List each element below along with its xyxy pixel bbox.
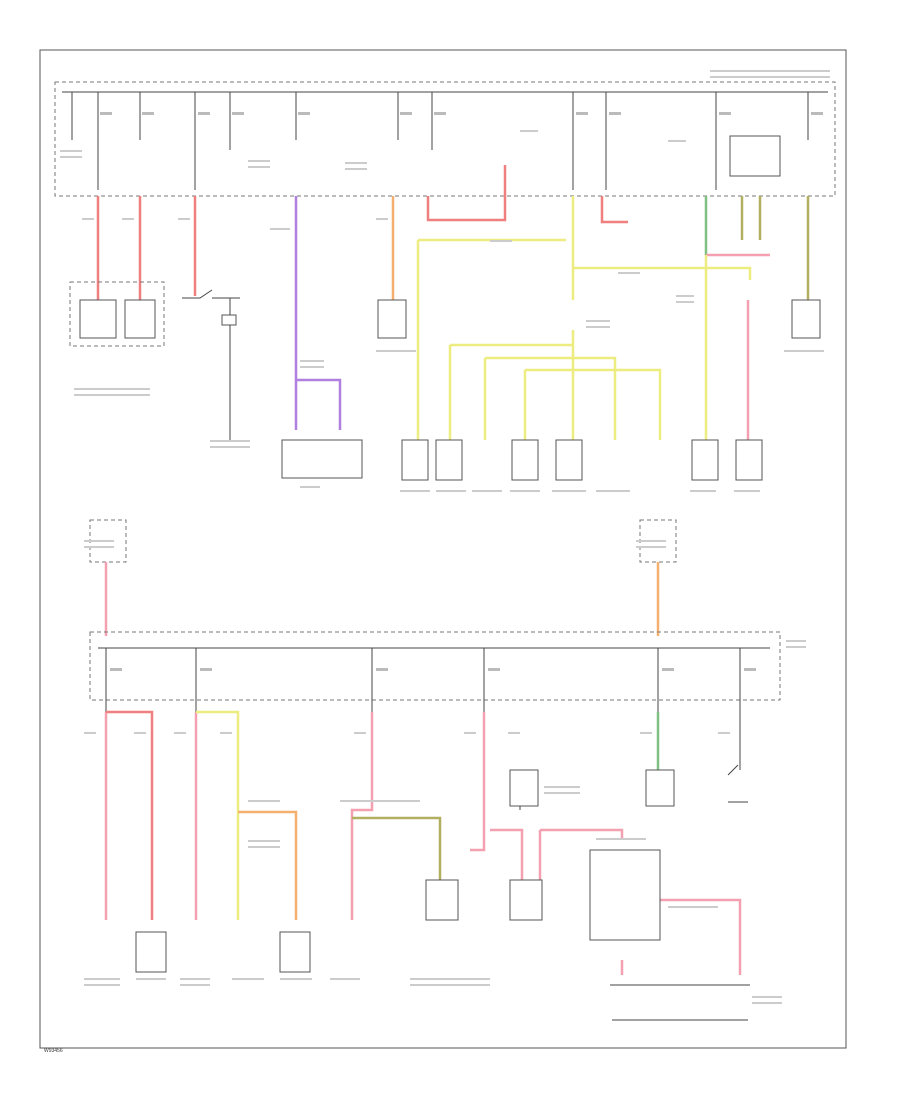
lower-fuse-box: [89, 631, 781, 701]
figure-id: W93456: [44, 1048, 63, 1054]
lower-components: [135, 764, 750, 1021]
middle-feeds: [89, 519, 677, 636]
top-fuse-labels: [60, 70, 830, 170]
lower-fuse-drops: [105, 640, 806, 712]
lower-connector-labels: [84, 540, 782, 1004]
lower-wires: [104, 710, 742, 975]
top-connector-labels: [74, 218, 824, 492]
top-fuse-box: [54, 81, 836, 197]
top-components: [69, 281, 821, 481]
outer-frame: [39, 49, 847, 1049]
top-wires: [96, 165, 810, 440]
top-relay-block: [729, 135, 781, 177]
top-fuse-drops: [71, 92, 809, 190]
